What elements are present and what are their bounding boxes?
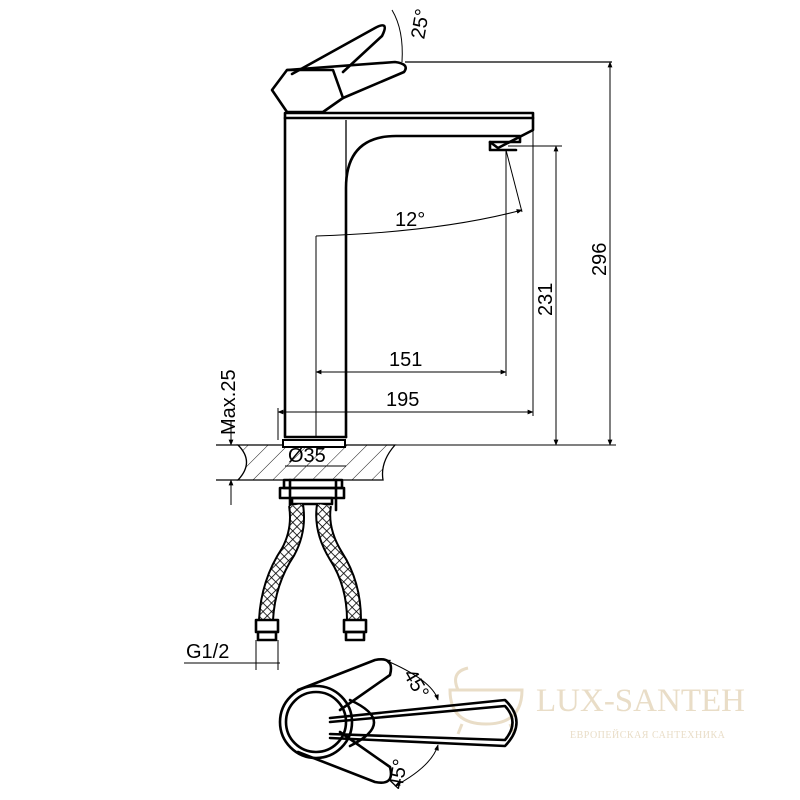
- faucet-body: [283, 111, 535, 439]
- dim-lever-tilt: 25°: [391, 7, 434, 63]
- dim-base-to-spout: 195: [277, 118, 534, 440]
- deck-thickness-label: Max.25: [218, 369, 240, 435]
- mounting-fixture: [278, 478, 346, 512]
- lever-handle: [270, 24, 612, 114]
- deck-section: [216, 439, 397, 481]
- base-diameter-label: Ø35: [288, 445, 326, 467]
- base-to-spout-label: 195: [386, 389, 419, 411]
- spout-swivel-label: 12°: [395, 209, 425, 231]
- flexible-hoses: [254, 503, 368, 642]
- dim-spout-swivel: 12°: [315, 149, 523, 438]
- dim-thread: G1/2: [184, 640, 280, 670]
- lever-tilt-label: 25°: [407, 7, 434, 41]
- dim-total-height: 296: [395, 61, 616, 446]
- handle-angle-bottom-label: 45°: [385, 757, 412, 791]
- spout-reach-label: 151: [389, 349, 422, 371]
- dim-base-diameter: Ø35: [285, 445, 346, 467]
- handle-angle-top-label: 45°: [399, 666, 433, 703]
- total-height-label: 296: [589, 243, 611, 276]
- watermark-brand: LUX-SANTEH: [536, 683, 745, 719]
- dim-spout-reach: 151: [315, 150, 507, 376]
- watermark: LUX-SANTEH ЕВРОПЕЙСКАЯ САНТЕХНИКА: [448, 666, 745, 741]
- watermark-tagline: ЕВРОПЕЙСКАЯ САНТЕХНИКА: [570, 729, 726, 741]
- spout-height-label: 231: [535, 283, 557, 316]
- thread-label: G1/2: [186, 641, 229, 663]
- dim-deck-thickness: Max.25: [218, 369, 240, 505]
- dim-spout-height: 231: [508, 145, 562, 446]
